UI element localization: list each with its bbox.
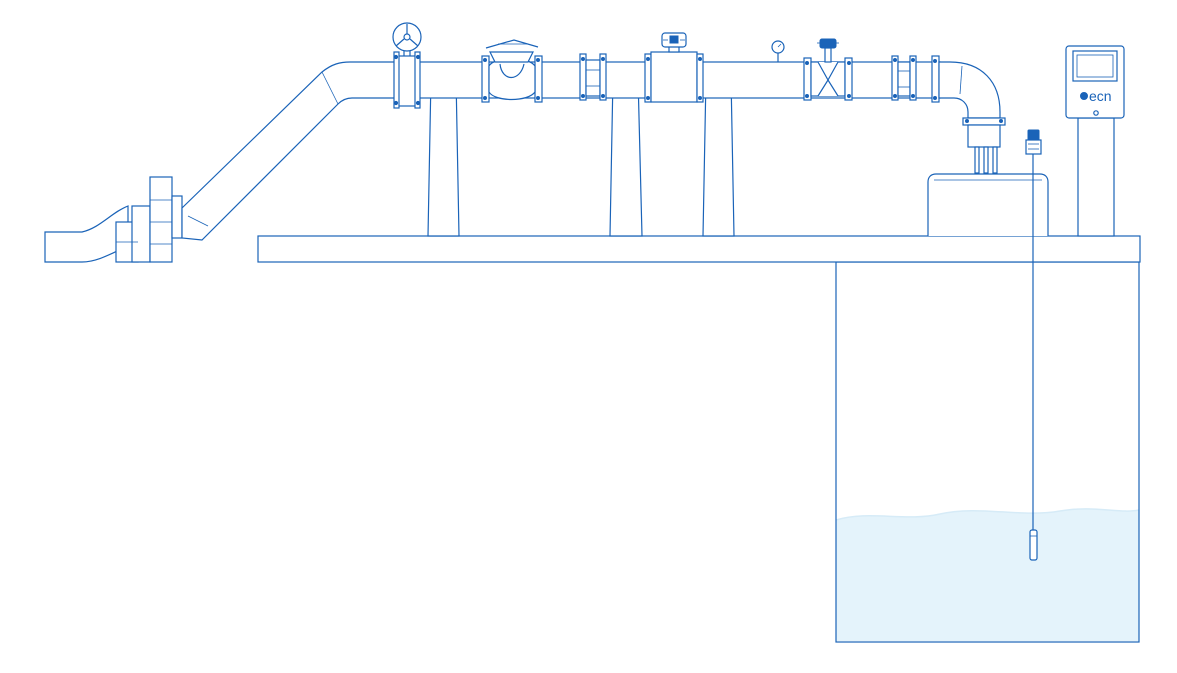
indicator-light (1093, 110, 1099, 116)
water-wave-line (835, 508, 1140, 521)
water-meter (481, 39, 543, 103)
pump-casing (149, 176, 173, 263)
level-sensor-head-icon (1027, 129, 1040, 141)
vortex-flowmeter (803, 38, 853, 101)
pipe-support (427, 76, 460, 237)
flange-pair (891, 55, 917, 101)
base-platform (257, 235, 1141, 263)
pipe-support (609, 76, 643, 237)
flange-pair (579, 53, 607, 101)
control-cabinet: ecn (1065, 45, 1125, 237)
gate-valve (392, 22, 422, 109)
riser-pipe (181, 61, 401, 241)
electromagnetic-flowmeter (644, 32, 704, 103)
logo-icon (1080, 92, 1088, 100)
calibration-tank (927, 173, 1049, 236)
control-screen (1072, 50, 1118, 82)
logo-text: ecn (1089, 88, 1112, 104)
vortex-transmitter-icon (819, 38, 837, 49)
pipe-support (702, 76, 735, 237)
outlet-elbow (931, 55, 1006, 174)
inlet-pipe (44, 176, 183, 263)
pipe-supports (427, 76, 735, 237)
flowmeter-display-icon (669, 35, 679, 44)
water-tank (835, 261, 1140, 643)
inlet-pipe-flange (131, 205, 151, 263)
water-surface (836, 508, 1139, 641)
sensor-probe (1029, 529, 1038, 561)
level-sensor (1025, 129, 1042, 561)
pressure-gauge (771, 40, 785, 62)
